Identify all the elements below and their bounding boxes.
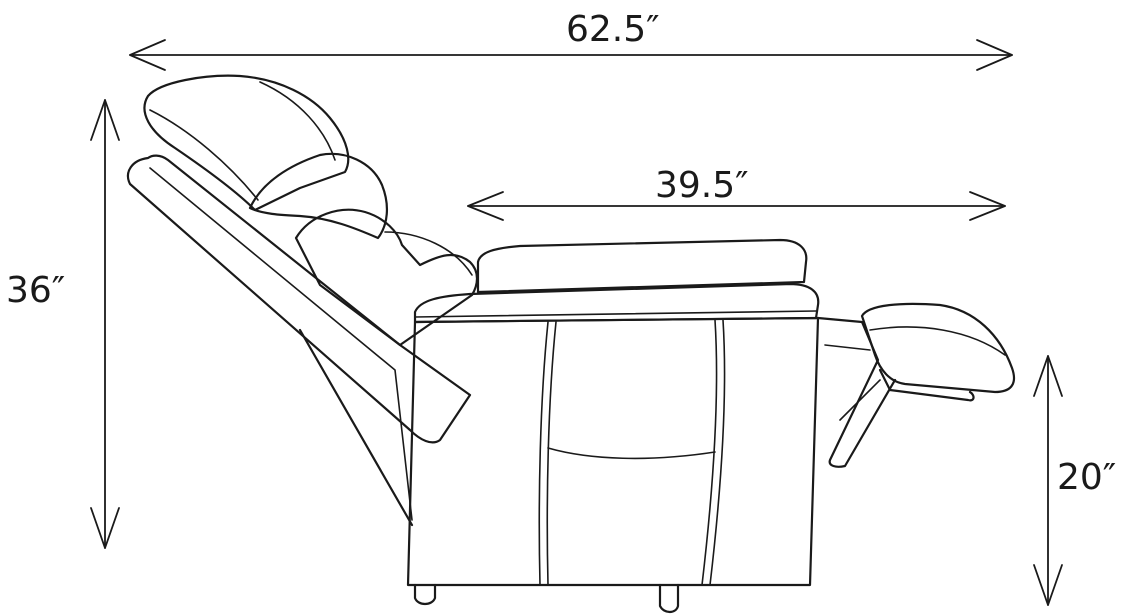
- back-cushion-upper: [248, 152, 388, 240]
- footrest-seam: [869, 326, 1006, 356]
- overall-width-arrow: [129, 39, 1013, 71]
- footrest-base: [878, 368, 975, 402]
- side-panel-curve: [547, 447, 716, 460]
- headrest-seam-2: [259, 81, 336, 161]
- footrest-arm: [816, 316, 897, 468]
- side-panel-seam-right: [701, 319, 718, 586]
- armrest-top-seam: [414, 310, 817, 318]
- footrest-link-2: [839, 379, 881, 421]
- overall-height-label: 36″: [6, 270, 66, 311]
- seat-height-arrow: [1033, 355, 1063, 606]
- backrest-lower-edge: [298, 328, 414, 527]
- footrest-cushion: [860, 302, 1016, 394]
- armrest-top: [413, 282, 820, 324]
- seat-height-label: 20″: [1057, 457, 1117, 498]
- back-cushion-seam: [384, 231, 473, 276]
- seat-depth-label: 39.5″: [655, 165, 749, 206]
- side-panel-seam-right-2: [709, 319, 726, 586]
- back-cushion-lower: [294, 208, 479, 347]
- overall-height-arrow: [90, 99, 120, 549]
- seat-depth-arrow: [467, 191, 1006, 221]
- seat-cushion: [476, 238, 808, 294]
- overall-width-label: 62.5″: [566, 9, 660, 50]
- side-panel-seam-left-2: [546, 321, 557, 586]
- front-foot: [413, 583, 437, 606]
- headrest-seam: [149, 109, 259, 201]
- headrest-cushion: [143, 74, 350, 212]
- side-body: [406, 316, 820, 587]
- footrest-link: [824, 344, 871, 351]
- backrest-frame: [126, 154, 472, 444]
- side-panel-seam-left: [538, 321, 549, 586]
- rear-foot: [658, 583, 680, 614]
- backrest-side-panel: [149, 167, 413, 521]
